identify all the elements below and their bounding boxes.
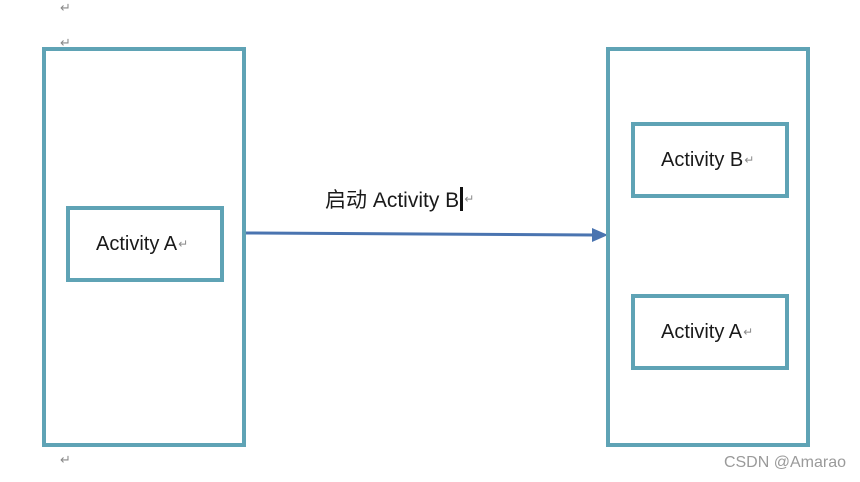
right-activity-a-box: Activity A↵ [631,294,789,370]
paragraph-mark: ↵ [60,1,71,16]
right-activity-b-box: Activity B↵ [631,122,789,198]
paragraph-mark: ↵ [178,237,189,251]
paragraph-mark: ↵ [743,325,754,339]
arrow-head [592,228,608,242]
paragraph-mark: ↵ [60,453,71,468]
right-task-stack [606,47,810,447]
paragraph-mark: ↵ [60,36,71,51]
left-activity-a-label: Activity A [96,232,178,255]
paragraph-mark: ↵ [464,192,475,206]
arrow-shaft [245,231,595,237]
watermark: CSDN @Amarao [723,454,846,471]
left-activity-a-box: Activity A↵ [66,206,224,282]
right-activity-b-label: Activity B [661,148,744,171]
transition-label: 启动 Activity B ↵ [325,184,474,214]
text-cursor [460,187,464,211]
right-activity-a-label: Activity A [661,320,743,343]
transition-label-text: 启动 Activity B [325,189,460,212]
paragraph-mark: ↵ [744,153,755,167]
